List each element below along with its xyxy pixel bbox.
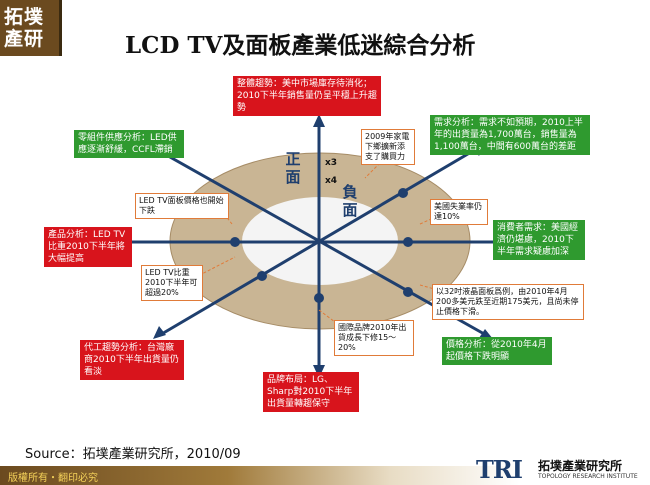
note-led-share: LED TV比重2010下半年可超過20% (141, 265, 203, 301)
point-right-lower (403, 287, 413, 297)
mark-x4: x4 (325, 176, 338, 186)
leader-2009 (364, 162, 381, 179)
overall-trend-box: 整體趨勢：美中市場庫存待消化；2010下半年銷售量仍呈平穩上升趨勢 (233, 76, 381, 116)
source-citation: Source：拓墣產業研究所，2010/09 (25, 447, 241, 462)
arrow-ll (153, 326, 166, 339)
tri-logo-en: TOPOLOGY RESEARCH INSTITUTE (538, 473, 638, 480)
price-analysis-box: 價格分析：從2010年4月起價格下跌明顯 (442, 337, 552, 365)
axis-diagonal-up (158, 146, 480, 337)
point-right (403, 237, 413, 247)
note-us-unemployment: 美國失業率仍達10% (430, 199, 488, 225)
oem-trend-box: 代工趨勢分析：台灣廠商2010下半年出貨量仍看淡 (80, 340, 184, 380)
tri-logo-cn: 拓墣產業研究所 (538, 459, 623, 473)
header-logo-text: 拓墣產研 (4, 6, 45, 50)
point-bottom (314, 293, 324, 303)
header-logo: 拓墣產研 (0, 0, 62, 56)
note-2009-subsidy: 2009年家電下鄉擴新添支了購買力 (361, 129, 415, 165)
product-analysis-box: 產品分析：LED TV比重2010下半年將大幅提高 (44, 227, 132, 267)
leader-intl (318, 309, 336, 323)
arrow-down (313, 365, 325, 378)
arrow-up (313, 114, 325, 127)
point-left (230, 237, 240, 247)
negative-label: 負面 (342, 183, 358, 219)
footer-bar (0, 466, 650, 485)
mark-x3: x3 (325, 158, 338, 168)
demand-analysis-box: 需求分析：需求不如預期，2010上半年的出貨量為1,700萬台，銷售量為1,10… (430, 115, 590, 155)
copyright-text: 版權所有・翻印必究 (8, 473, 98, 484)
note-intl-brands: 國際品牌2010年出貨成長下修15～20% (334, 320, 414, 356)
consumer-demand-box: 消費者需求：美國經濟仍堪慮，2010下半年需求疑慮加深 (493, 220, 585, 260)
tri-logo: TRI (476, 455, 523, 484)
arrow-dr (479, 329, 493, 339)
positive-label: 正面 (285, 150, 301, 186)
components-supply-box: 零組件供應分析：LED供應逐漸舒緩，CCFL滯銷 (74, 130, 184, 158)
point-right-upper (398, 188, 408, 198)
leader-ledshare (189, 256, 236, 281)
page-title: LCD TV及面板產業低迷綜合分析 (125, 32, 476, 59)
brand-layout-box: 品牌布局：LG、Sharp對2010下半年出貨量轉趨保守 (263, 372, 359, 412)
note-panel-price: LED TV面板價格也開始下跌 (135, 193, 229, 219)
point-left-lower (257, 271, 267, 281)
note-32in-panel: 以32吋液晶面板爲例，由2010年4月200多美元跌至近期175美元，且尚未停止… (432, 284, 584, 320)
